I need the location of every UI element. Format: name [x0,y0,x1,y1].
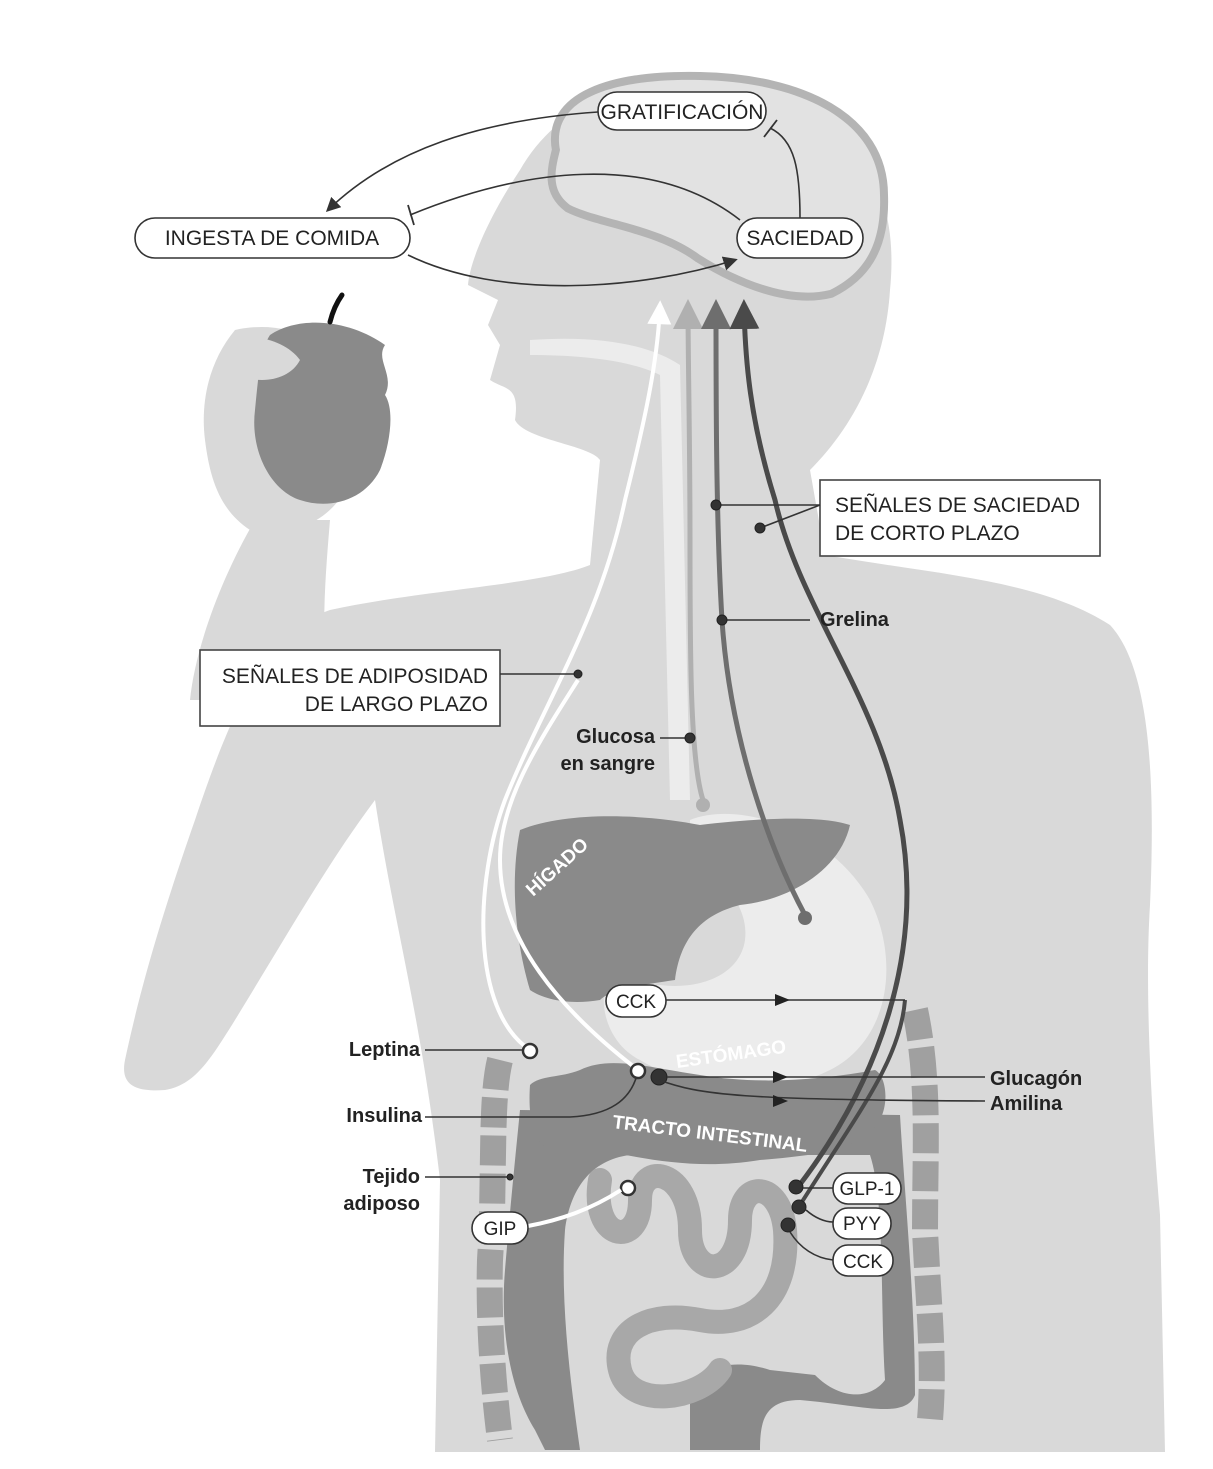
intake-to-satiety-arrow [407,254,738,287]
esophagus [530,338,690,800]
long-term-line1: SEÑALES DE ADIPOSIDAD [222,664,488,688]
satiety-pill [736,217,864,259]
gip-label: GIP [484,1219,517,1240]
satiety-inhibits-intake [409,173,741,221]
gip-pill [471,1211,529,1245]
duodenum [529,1063,886,1165]
reward-to-intake-arrow [325,111,599,213]
cck-bottom-pill [832,1244,894,1277]
glp1-pill [832,1172,902,1205]
glucagon-label: Glucagón [990,1068,1082,1090]
short-term-line2: DE CORTO PLAZO [835,522,1020,545]
reward-label: GRATIFICACIÓN [601,101,764,124]
glucose-label-2: en sangre [561,753,655,775]
food-intake-label: INGESTA DE COMIDA [165,227,379,250]
long-term-box [199,649,501,727]
cck-bottom-label: CCK [843,1252,883,1273]
ghrelin-label: Grelina [820,609,890,631]
satiety-label: SACIEDAD [746,227,853,250]
glp1-label: GLP-1 [840,1179,895,1200]
satiety-inhibits-reward [769,127,801,219]
short-term-pathway [729,299,910,1189]
reward-pill [597,91,767,131]
cck-top-pill [605,984,667,1018]
pyy-label: PYY [843,1214,881,1235]
small-intestine [586,1164,798,1409]
glucose-label-1: Glucosa [576,726,656,748]
amylin-label: Amilina [990,1093,1063,1115]
long-term-line2: DE LARGO PLAZO [305,693,488,716]
liver [514,816,850,1002]
insulin-label: Insulina [346,1105,422,1127]
food-intake-pill [134,217,411,259]
adipose-label-1: Tejido [363,1166,420,1188]
leptin-label: Leptina [349,1039,421,1061]
pyy-pill [832,1207,892,1240]
short-term-box [819,479,1101,557]
stomach [603,813,887,1089]
adipose-label-2: adiposo [343,1193,420,1215]
glucose-pathway [673,299,706,801]
adiposity-pathway [481,300,672,1052]
cck-top-label: CCK [616,992,656,1013]
short-term-line1: SEÑALES DE SACIEDAD [835,493,1080,517]
apple-icon [225,292,391,504]
